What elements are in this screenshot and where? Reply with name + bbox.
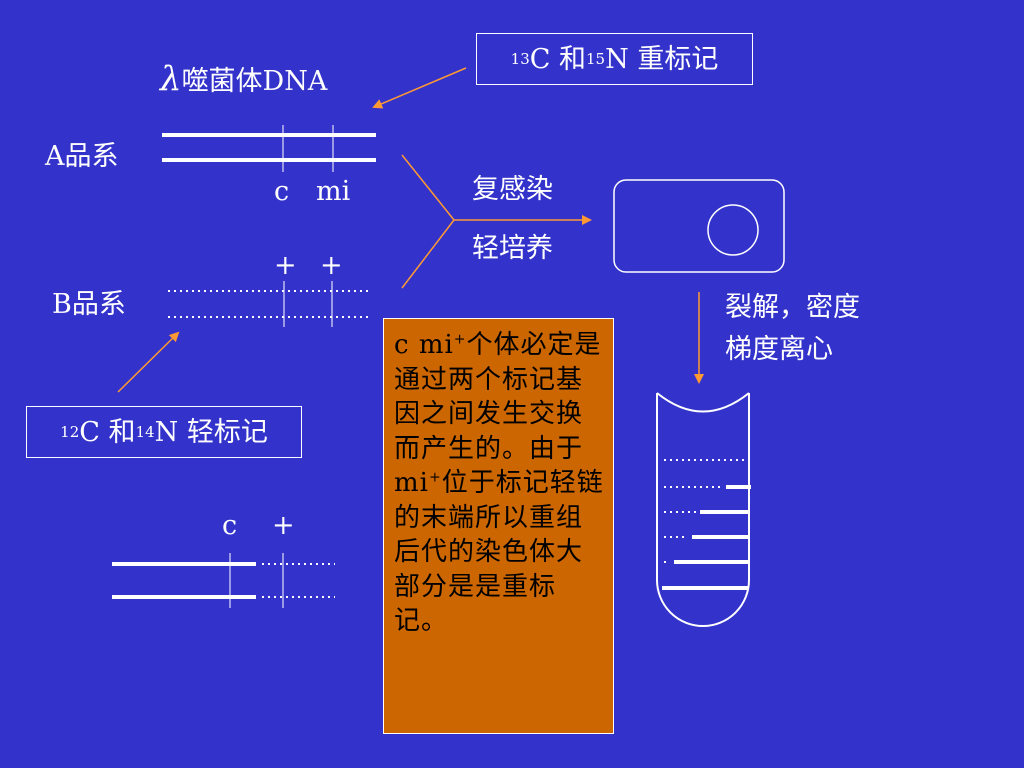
note-part3: 位于标记轻链的末端所以重组后代的染色体大部分是是重标记。: [394, 468, 604, 636]
light-label-n: N 轻标记: [154, 416, 268, 448]
heavy-label-arrow: [372, 67, 467, 109]
strain-b-marker-plus-2: +: [320, 250, 343, 281]
note-part2: 个体必定是通过两个标记基因之间发生交换而产生的。由于mi: [394, 330, 602, 498]
step-coinfection: 复感染: [472, 174, 553, 205]
note-part1: c mi: [394, 330, 454, 360]
note-sup1: +: [453, 331, 467, 348]
recombinant-marker-c: c: [222, 510, 238, 541]
tube-rim: [656, 392, 750, 413]
explanation-note: c mi+个体必定是通过两个标记基因之间发生交换而产生的。由于mi+位于标记轻链…: [383, 318, 614, 734]
strain-b-label: B品系: [52, 289, 126, 320]
strain-a-marker-mi: mi: [316, 176, 351, 207]
strain-a-marker-c: c: [274, 176, 290, 207]
recombinant-marker-plus: +: [272, 510, 295, 541]
strain-a-label: A品系: [45, 141, 119, 172]
merge-line-top: [401, 154, 455, 221]
light-label-arrow: [117, 331, 180, 393]
lysis-label-line1: 裂解，密度: [725, 292, 860, 323]
step-light-culture: 轻培养: [472, 233, 553, 264]
centrifuge-tube: [656, 393, 750, 627]
cell-nucleoid: [707, 204, 759, 256]
heavy-label-n: N 重标记: [605, 43, 719, 75]
phage-dna-title: λ噬菌体DNA: [160, 62, 327, 96]
note-sup2: +: [428, 469, 442, 486]
strain-b-marker-plus-1: +: [274, 250, 297, 281]
lysis-label-line2: 梯度离心: [725, 334, 833, 365]
light-label-c: C 和: [79, 416, 136, 448]
heavy-label-c: C 和: [529, 43, 587, 75]
phage-dna-text: 噬菌体DNA: [181, 66, 328, 97]
merge-line-bottom: [401, 219, 455, 289]
bacterial-cell: [613, 179, 785, 273]
lambda-symbol: λ: [160, 59, 182, 99]
